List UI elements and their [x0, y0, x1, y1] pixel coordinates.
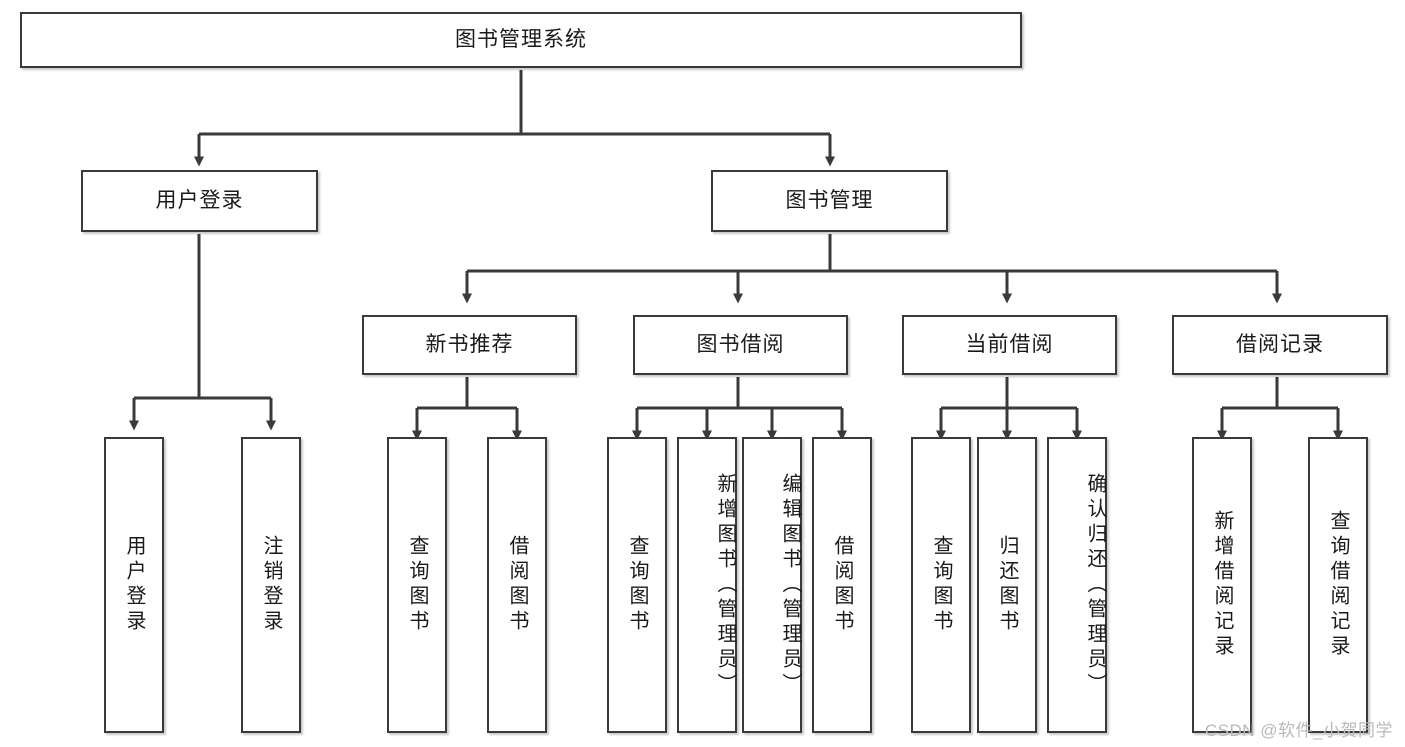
node-label: 图书借阅 — [696, 333, 785, 357]
node-label: 查询图书 — [406, 535, 428, 635]
leaf-book-borrow-edit-book-admin[interactable]: 编辑图书（管理员） — [742, 437, 802, 733]
node-user-login[interactable]: 用户登录 — [81, 170, 318, 232]
leaf-current-borrow-confirm-return-admin[interactable]: 确认归还（管理员） — [1047, 437, 1107, 733]
leaf-book-borrow-borrow-book[interactable]: 借阅图书 — [812, 437, 872, 733]
leaf-book-borrow-add-book-admin[interactable]: 新增图书（管理员） — [677, 437, 737, 733]
node-current-borrow[interactable]: 当前借阅 — [902, 315, 1117, 375]
node-label: 借阅图书 — [831, 535, 853, 635]
node-label: 查询图书 — [930, 535, 952, 635]
node-label: 新书推荐 — [425, 333, 514, 357]
node-borrow-record[interactable]: 借阅记录 — [1172, 315, 1388, 375]
node-label: 用户登录 — [123, 535, 145, 635]
node-label: 查询借阅记录 — [1327, 510, 1349, 660]
leaf-current-borrow-query-book[interactable]: 查询图书 — [911, 437, 971, 733]
leaf-new-book-borrow-book[interactable]: 借阅图书 — [487, 437, 547, 733]
node-label: 用户登录 — [155, 189, 244, 213]
node-label: 归还图书 — [996, 535, 1018, 635]
csdn-watermark: CSDN @软件_小贺同学 — [1204, 721, 1393, 740]
leaf-book-borrow-query-book[interactable]: 查询图书 — [607, 437, 667, 733]
node-label: 图书管理 — [785, 189, 874, 213]
node-label: 借阅记录 — [1236, 333, 1324, 357]
leaf-current-borrow-return-book[interactable]: 归还图书 — [977, 437, 1037, 733]
leaf-user-login-login[interactable]: 用户登录 — [104, 437, 164, 733]
node-label: 借阅图书 — [506, 535, 528, 635]
node-book-borrow[interactable]: 图书借阅 — [633, 315, 848, 375]
node-label: 新增图书（管理员） — [714, 472, 736, 698]
node-label: 注销登录 — [260, 535, 282, 635]
leaf-user-login-logout[interactable]: 注销登录 — [241, 437, 301, 733]
node-root-book-management-system[interactable]: 图书管理系统 — [20, 12, 1022, 68]
node-label: 确认归还（管理员） — [1084, 472, 1106, 698]
node-label: 当前借阅 — [965, 333, 1054, 357]
node-label: 新增借阅记录 — [1211, 510, 1233, 660]
leaf-borrow-record-add-record[interactable]: 新增借阅记录 — [1192, 437, 1252, 733]
node-label: 编辑图书（管理员） — [779, 472, 801, 698]
node-label: 图书管理系统 — [455, 28, 587, 52]
leaf-new-book-query-book[interactable]: 查询图书 — [387, 437, 447, 733]
node-book-management[interactable]: 图书管理 — [711, 170, 948, 232]
leaf-borrow-record-query-record[interactable]: 查询借阅记录 — [1308, 437, 1368, 733]
node-new-book-recommend[interactable]: 新书推荐 — [362, 315, 577, 375]
node-label: 查询图书 — [626, 535, 648, 635]
